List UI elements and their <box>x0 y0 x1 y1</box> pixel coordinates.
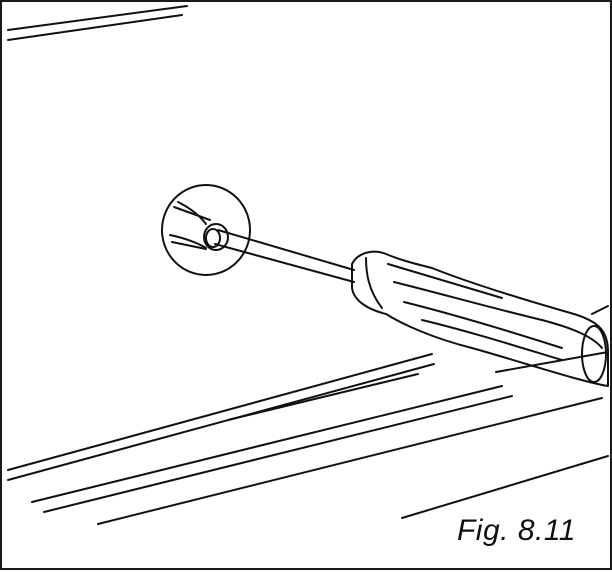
screwdriver-shaft <box>214 229 355 283</box>
screw-head-icon <box>161 184 251 276</box>
figure-caption: Fig. 8.11 <box>456 514 576 547</box>
top-panel-edge <box>7 5 188 41</box>
lower-panel-edges <box>7 305 609 525</box>
screwdriver-icon <box>351 250 609 387</box>
